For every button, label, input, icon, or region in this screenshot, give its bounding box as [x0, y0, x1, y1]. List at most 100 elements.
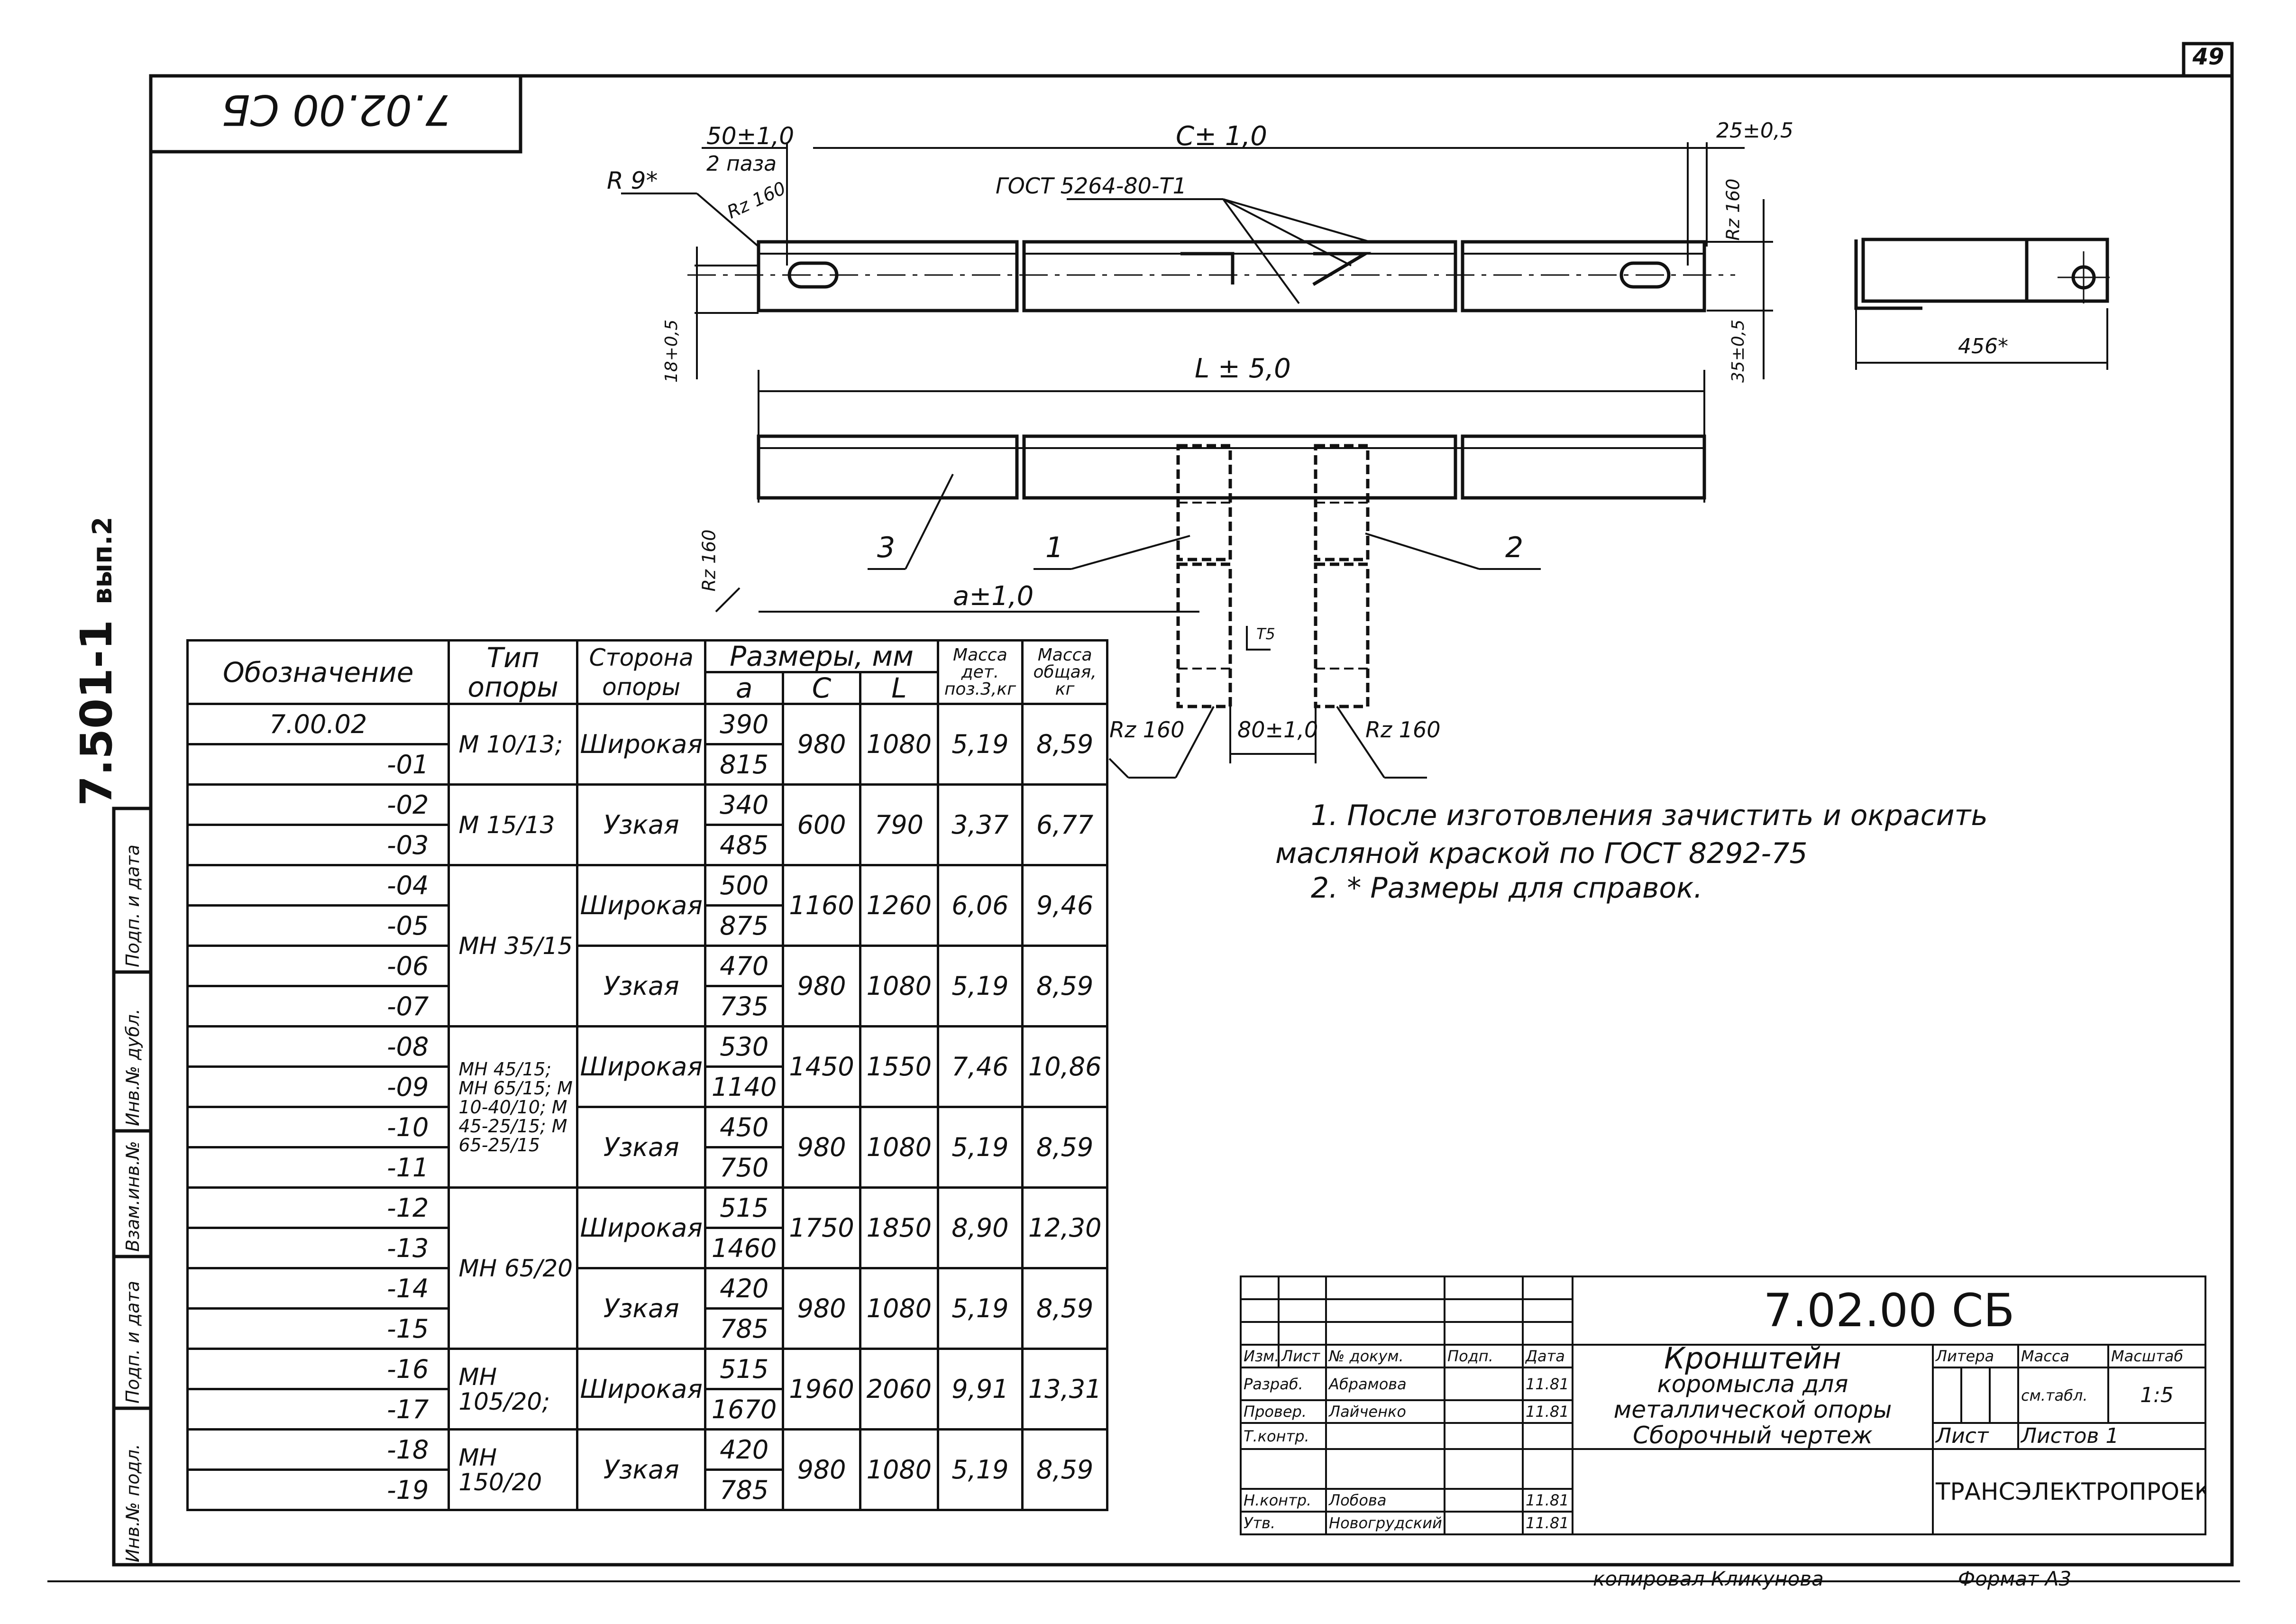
col-header-docnum: № докум.: [1325, 1344, 1445, 1368]
sheets-label: Листов 1: [2017, 1422, 2207, 1450]
cell-c: 980: [781, 1267, 862, 1350]
mass-header: Масса: [2017, 1344, 2109, 1368]
role-0: Разраб.: [1240, 1367, 1327, 1401]
cell-designation: -05: [186, 904, 450, 947]
col-header-sign: Подп.: [1444, 1344, 1524, 1368]
cell-c: 1450: [781, 1025, 862, 1108]
cell-c: 980: [781, 703, 862, 786]
note-2: 2. * Размеры для справок.: [1311, 872, 1703, 905]
cell-a: 515: [704, 1186, 784, 1229]
title-line-3: металлической опоры: [1613, 1396, 1892, 1423]
name-0: Абрамова: [1325, 1367, 1445, 1401]
rotated-stamp-code: 7.02.00 СБ: [221, 85, 452, 134]
note-1-cont: масляной краской по ГОСТ 8292-75: [1275, 837, 1808, 870]
dim-height-18: 18+0,5: [662, 319, 682, 383]
cell-l: 1850: [859, 1186, 939, 1269]
callout-part-2: 2: [1505, 531, 1524, 564]
name-1: Лайченко: [1325, 1399, 1445, 1424]
scale-value: 1:5: [2107, 1367, 2207, 1424]
cell-designation: 7.00.02: [186, 703, 450, 745]
cell-support-type: МН 150/20: [448, 1428, 578, 1511]
cell-support-type: МН 105/20;: [448, 1348, 578, 1431]
date-5: 11.81: [1522, 1511, 1573, 1535]
cell-designation: -06: [186, 945, 450, 987]
side-field-4: Инв.№ дубл.: [122, 1009, 143, 1126]
top-dimensions: [621, 142, 1773, 379]
cell-support-type: М 10/13;: [448, 703, 578, 786]
cell-l: 1550: [859, 1025, 939, 1108]
role-2: Т.контр.: [1240, 1422, 1327, 1450]
cell-mass-part: 9,91: [936, 1348, 1024, 1431]
cell-a: 530: [704, 1025, 784, 1068]
cell-a: 515: [704, 1348, 784, 1390]
cell-mass-total: 8,59: [1021, 1428, 1108, 1511]
cell-a: 785: [704, 1468, 784, 1511]
cell-side: Широкая: [576, 1186, 707, 1269]
cell-a: 1670: [704, 1388, 784, 1431]
cell-side: Широкая: [576, 703, 707, 786]
cell-designation: -07: [186, 985, 450, 1028]
cell-designation: -11: [186, 1146, 450, 1189]
cell-a: 750: [704, 1146, 784, 1189]
cell-mass-part: 5,19: [936, 1267, 1024, 1350]
header-a: а: [704, 671, 784, 705]
side-field-2: Подп. и дата: [122, 1281, 143, 1404]
cell-mass-part: 5,19: [936, 1106, 1024, 1189]
cell-l: 2060: [859, 1348, 939, 1431]
series-issue: вып.2: [87, 516, 118, 605]
cell-c: 1160: [781, 864, 862, 947]
dim-slot-count: 2 паза: [706, 152, 777, 176]
col-header-change: Изм.: [1240, 1344, 1280, 1368]
cell-designation: -10: [186, 1106, 450, 1148]
cell-side: Широкая: [576, 864, 707, 947]
cell-a: 420: [704, 1428, 784, 1471]
name-5: Новогрудский: [1325, 1511, 1445, 1535]
cell-c: 980: [781, 945, 862, 1028]
name-4: Лобова: [1325, 1488, 1445, 1513]
scale-header: Масштаб: [2107, 1344, 2207, 1368]
cell-support-type: М 15/13: [448, 783, 578, 866]
cell-support-type: МН 35/15: [448, 864, 578, 1028]
role-1: Провер.: [1240, 1399, 1327, 1424]
cell-side: Широкая: [576, 1025, 707, 1108]
dim-rz-bottom-right: Rz 160: [1365, 717, 1441, 743]
cell-support-type: МН 65/20: [448, 1186, 578, 1350]
cell-side: Узкая: [576, 945, 707, 1028]
cell-a: 470: [704, 945, 784, 987]
cell-c: 1750: [781, 1186, 862, 1269]
cell-a: 1460: [704, 1227, 784, 1269]
cell-side: Узкая: [576, 1106, 707, 1189]
organization: ТРАНСЭЛЕКТРОПРОЕКТ: [1931, 1448, 2207, 1535]
title-block-title: Кронштейн коромысла для металлической оп…: [1572, 1344, 1934, 1450]
callout-part-3: 3: [877, 531, 896, 564]
dim-end-offset: 25±0,5: [1716, 119, 1793, 143]
callout-part-1: 1: [1045, 531, 1064, 564]
cell-designation: -17: [186, 1388, 450, 1431]
col-header-date: Дата: [1522, 1344, 1573, 1368]
cell-side: Узкая: [576, 783, 707, 866]
title-block: 7.02.00 СБ Изм. Лист № докум. Подп. Дата…: [1240, 1275, 2207, 1535]
sheet-label: Лист: [1932, 1422, 2019, 1450]
cell-mass-total: 6,77: [1021, 783, 1108, 866]
cell-l: 1080: [859, 1267, 939, 1350]
sheet-number-box: [2182, 42, 2234, 78]
specification-table: Обозначение Тип опоры Сторона опоры Разм…: [186, 639, 1108, 1511]
dim-rz-top-right: Rz 160: [1722, 178, 1744, 241]
cell-a: 390: [704, 703, 784, 745]
cell-designation: -08: [186, 1025, 450, 1068]
dim-width-456: 456*: [1958, 334, 2008, 358]
cell-side: Узкая: [576, 1428, 707, 1511]
cell-mass-total: 8,59: [1021, 1106, 1108, 1189]
side-field-5: Подп. и дата: [122, 844, 143, 967]
cell-mass-total: 10,86: [1021, 1025, 1108, 1108]
